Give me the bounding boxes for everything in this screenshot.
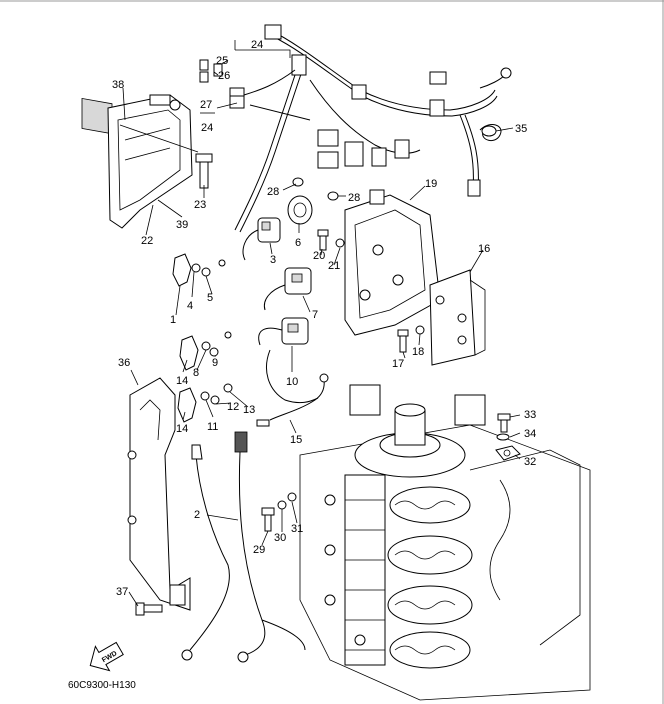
callout-8: 8 [193,367,199,379]
callout-labels: 38 22 39 23 24 25 26 27 24 28 28 35 19 1… [112,39,536,598]
callout-39: 39 [176,219,188,231]
callout-19: 19 [425,178,437,190]
wire-harness [234,24,512,233]
holder-1 [172,253,192,287]
connectors-25-27 [199,59,311,121]
callout-16: 16 [478,243,490,255]
relay-7 [263,267,312,311]
callout-14-upper: 14 [176,375,188,387]
callout-33: 33 [524,409,536,421]
callout-22: 22 [141,235,153,247]
callout-28-right: 28 [348,192,360,204]
relay-10 [258,317,309,346]
callout-11: 11 [207,421,218,433]
callout-12: 12 [227,401,239,413]
holder-14-upper [179,335,199,371]
callout-29: 29 [253,544,265,556]
callout-14-lower: 14 [176,423,188,435]
callout-27: 27 [200,99,212,111]
callout-31: 31 [291,523,303,535]
callout-17: 17 [392,358,404,370]
diagram-code: 60C9300-H130 [68,680,136,691]
callout-24-bottom: 24 [201,122,213,134]
washer-21 [335,238,345,248]
bolt-23 [195,153,213,189]
callout-7: 7 [312,309,318,321]
bolt-33 [497,413,511,433]
bracket-19 [344,189,441,336]
washer-30 [277,500,287,510]
part-6 [287,195,313,225]
fwd-arrow-icon: FWD [89,641,124,672]
callout-20: 20 [313,250,325,262]
callout-24-top: 24 [251,39,263,51]
callout-32: 32 [524,456,536,468]
callout-13: 13 [243,404,255,416]
lead-wire-2 [181,431,306,663]
callout-23: 23 [194,199,206,211]
flywheel-hub [349,384,486,478]
callout-5: 5 [207,292,213,304]
washer-34 [496,433,510,441]
bolt-20 [317,229,329,251]
washer-31 [287,492,297,502]
holder-14-lower [177,387,197,423]
grommets-small [191,259,233,405]
plate-16 [429,269,486,366]
callout-18: 18 [412,346,424,358]
callout-15: 15 [290,434,302,446]
callout-10: 10 [286,376,298,388]
clamp-32 [495,445,521,461]
leader-lines [119,40,521,607]
cylinder-bores [387,486,473,669]
lead-wire-15 [256,349,329,427]
callout-3: 3 [270,254,276,266]
callout-37: 37 [116,586,128,598]
bolt-17 [397,329,409,353]
callout-36: 36 [118,357,130,369]
callout-35: 35 [515,123,527,135]
callout-28-left: 28 [267,186,279,198]
callout-6: 6 [295,237,301,249]
callout-21: 21 [328,260,340,272]
bolt-37 [135,602,163,616]
cover-38 [81,94,193,229]
clip-35 [481,125,497,137]
callout-34: 34 [524,428,536,440]
bolt-29 [261,507,275,532]
callout-9: 9 [212,357,218,369]
callout-1: 1 [170,314,176,326]
callout-30: 30 [274,532,286,544]
callout-25: 25 [216,55,228,67]
callout-38: 38 [112,79,124,91]
callout-2: 2 [194,509,200,521]
washer-18 [415,325,425,335]
relay-3 [242,217,281,261]
callout-26: 26 [218,70,230,82]
callout-4: 4 [187,300,193,312]
cover-bracket-36 [127,377,191,611]
engine-block [299,384,591,701]
